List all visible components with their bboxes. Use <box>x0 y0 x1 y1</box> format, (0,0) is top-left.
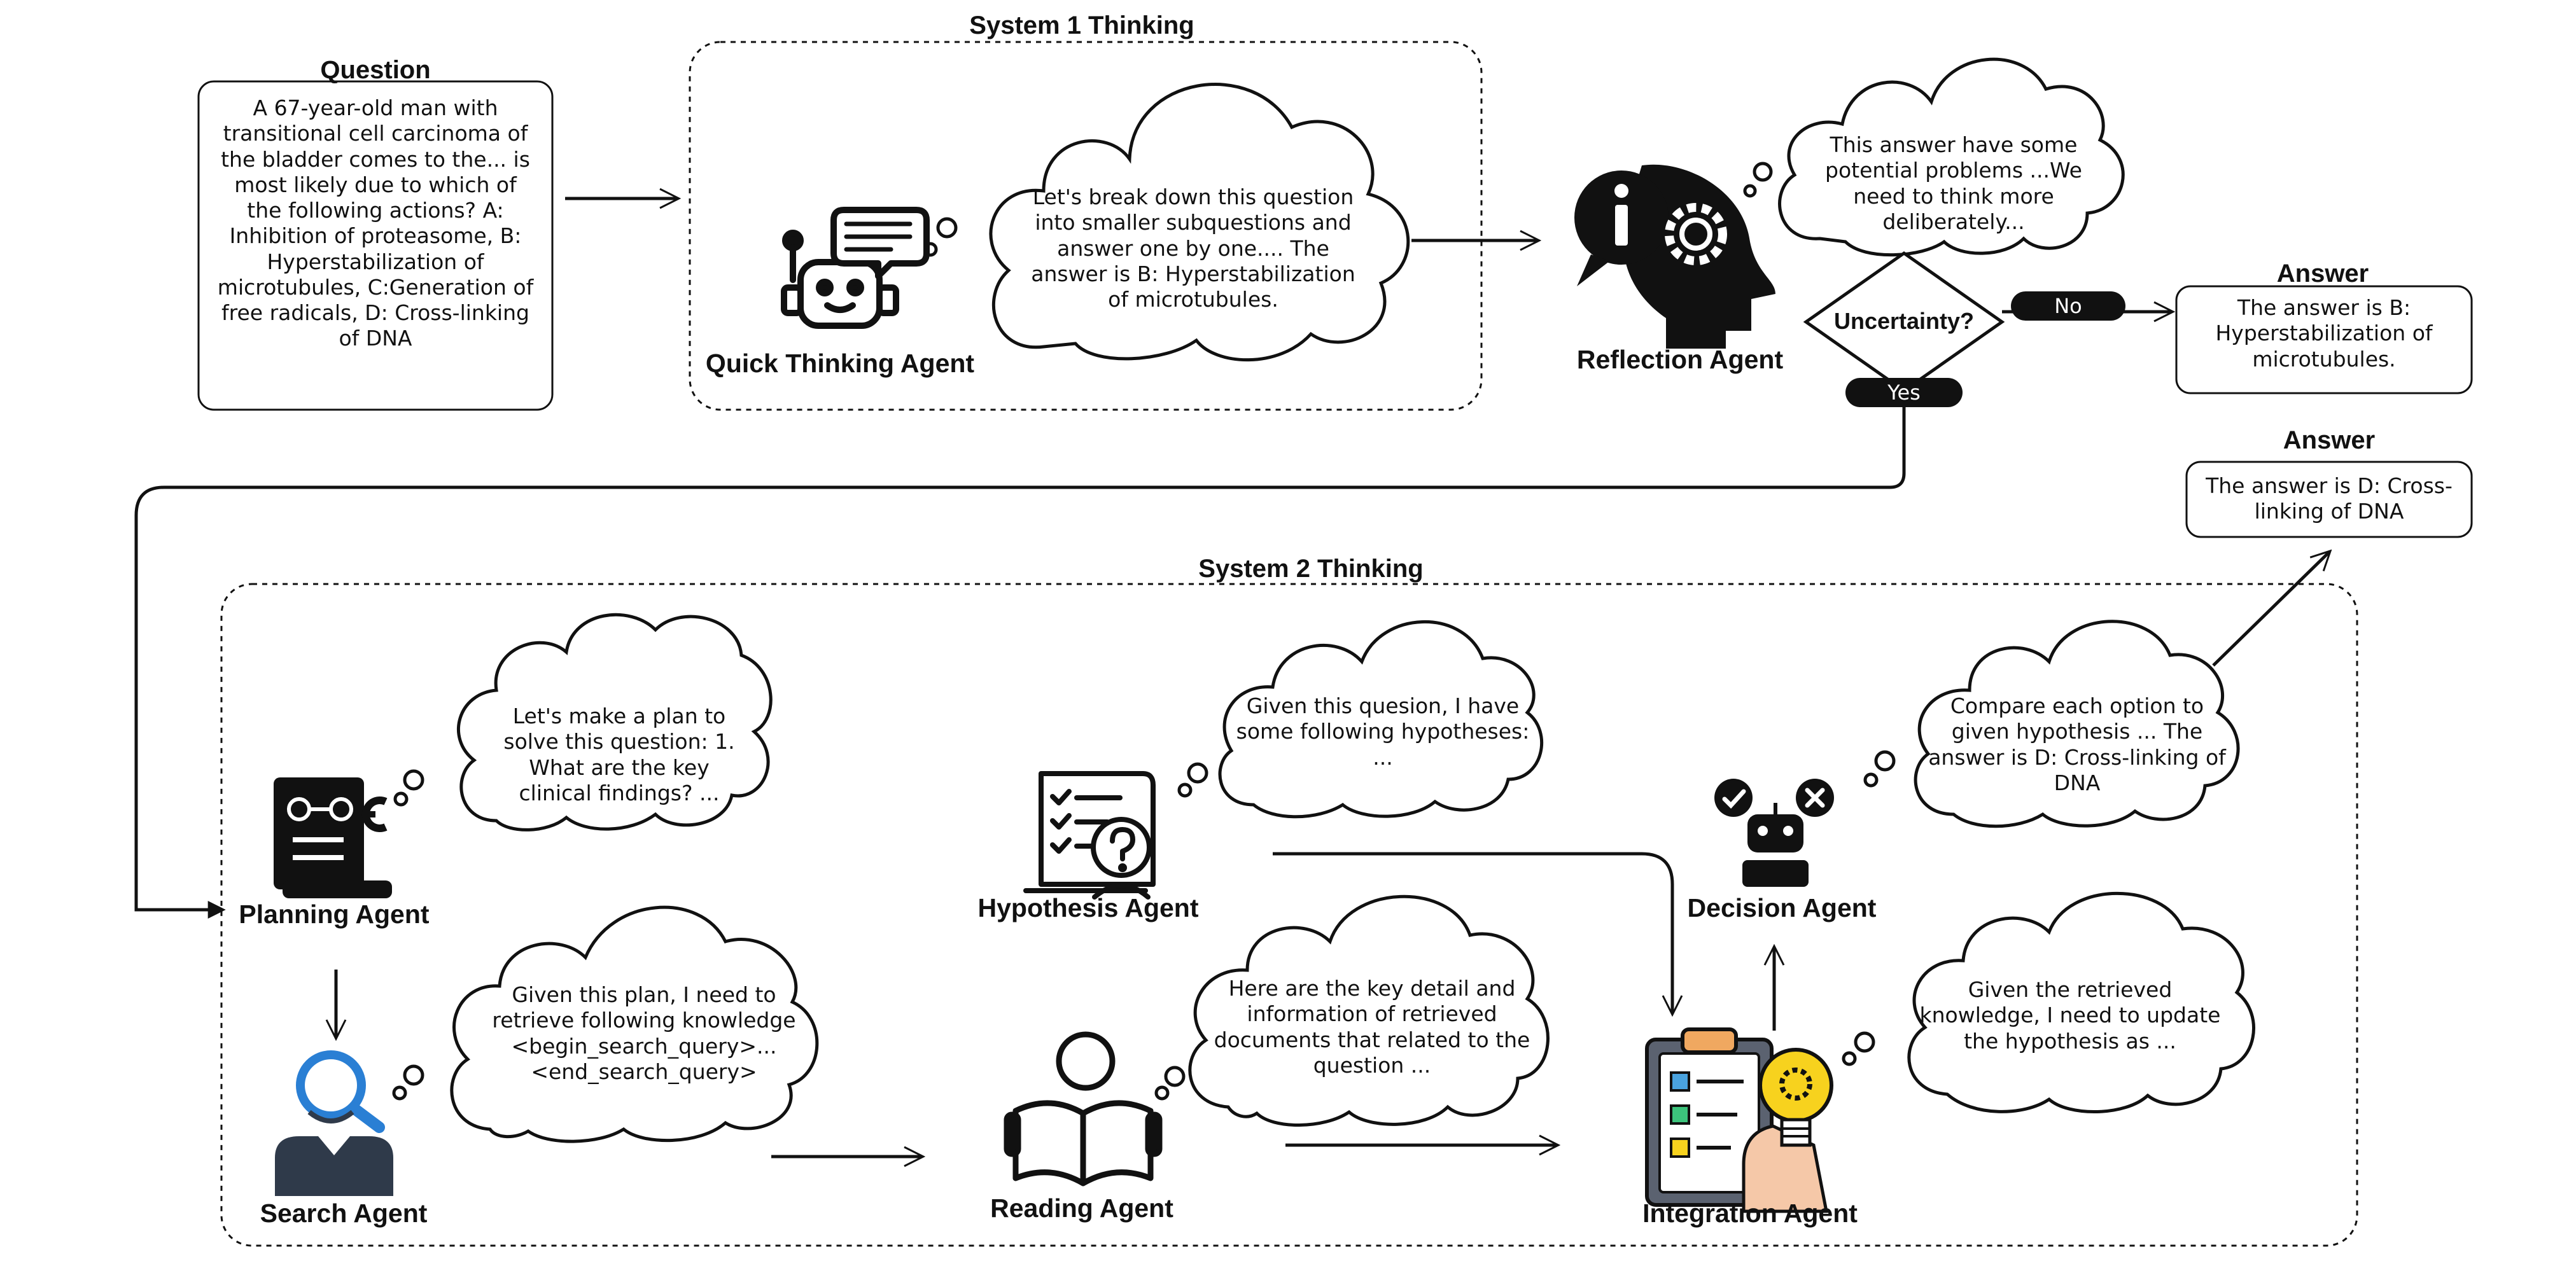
system1-box <box>689 41 1483 411</box>
hypothesis-thought: Given this quesion, I have some followin… <box>1236 693 1530 770</box>
system2-title: System 2 Thinking <box>1198 555 1424 583</box>
question-box <box>197 80 554 411</box>
integration-cloud <box>1842 891 2255 1113</box>
hypothesis-checklist-icon <box>1023 771 1156 900</box>
decision-agent-label: Decision Agent <box>1687 893 1877 922</box>
no-pill: No <box>2011 291 2125 321</box>
robot-icon <box>781 207 930 329</box>
info-gear-head-icon <box>1574 164 1775 349</box>
reading-cloud <box>1154 894 1550 1127</box>
search-person-icon <box>275 1050 393 1196</box>
answer2-box <box>2185 461 2473 538</box>
yes-pill: Yes <box>1845 378 1963 407</box>
decision-thought: Compare each option to given hypothesis … <box>1928 693 2226 795</box>
decision-robot-icon <box>1714 779 1834 887</box>
planning-agent-label: Planning Agent <box>239 900 430 929</box>
answer1-text: The answer is B: Hyperstabilization of m… <box>2215 295 2433 372</box>
hypothesis-agent-label: Hypothesis Agent <box>977 893 1199 922</box>
integration-clipboard-icon <box>1645 1027 1833 1213</box>
system1-title: System 1 Thinking <box>969 11 1194 39</box>
planning-thought: Let's make a plan to solve this question… <box>503 704 735 805</box>
quick-thinking-agent-label: Quick Thinking Agent <box>705 349 975 378</box>
quick-thinking-cloud <box>923 83 1410 362</box>
search-agent-label: Search Agent <box>260 1199 428 1228</box>
reading-thought: Here are the key detail and information … <box>1214 976 1530 1078</box>
arrow-hypothesis-to-integration <box>1273 852 1672 1013</box>
question-text: A 67-year-old man with transitional cell… <box>217 95 534 351</box>
answer2-text: The answer is D: Cross-linking of DNA <box>2206 473 2453 524</box>
integration-thought: Given the retrieved knowledge, I need to… <box>1919 977 2221 1054</box>
answer2-title: Answer <box>2283 426 2376 454</box>
arrow-decision-to-answer <box>2212 552 2329 667</box>
reading-agent-label: Reading Agent <box>990 1193 1173 1223</box>
reflection-cloud <box>1743 57 2125 257</box>
search-thought: Given this plan, I need to retrieve foll… <box>492 982 796 1084</box>
question-title: Question <box>320 56 431 84</box>
answer1-title: Answer <box>2276 260 2369 288</box>
decision-cloud <box>1863 620 2240 828</box>
uncertainty-label: Uncertainty? <box>1833 308 1975 334</box>
planning-cloud <box>393 613 773 831</box>
reading-person-icon <box>1004 1031 1163 1186</box>
arrow-yes-to-planning <box>134 407 1906 919</box>
quick-thinking-thought: Let's break down this question into smal… <box>1031 184 1355 312</box>
answer1-box <box>2175 285 2473 394</box>
search-cloud <box>392 905 819 1143</box>
reflection-thought: This answer have some potential problems… <box>1825 132 2082 234</box>
reflection-agent-label: Reflection Agent <box>1576 345 1784 374</box>
planning-document-icon <box>274 777 392 898</box>
hypothesis-cloud <box>1177 620 1543 819</box>
integration-agent-label: Integration Agent <box>1642 1199 1858 1228</box>
